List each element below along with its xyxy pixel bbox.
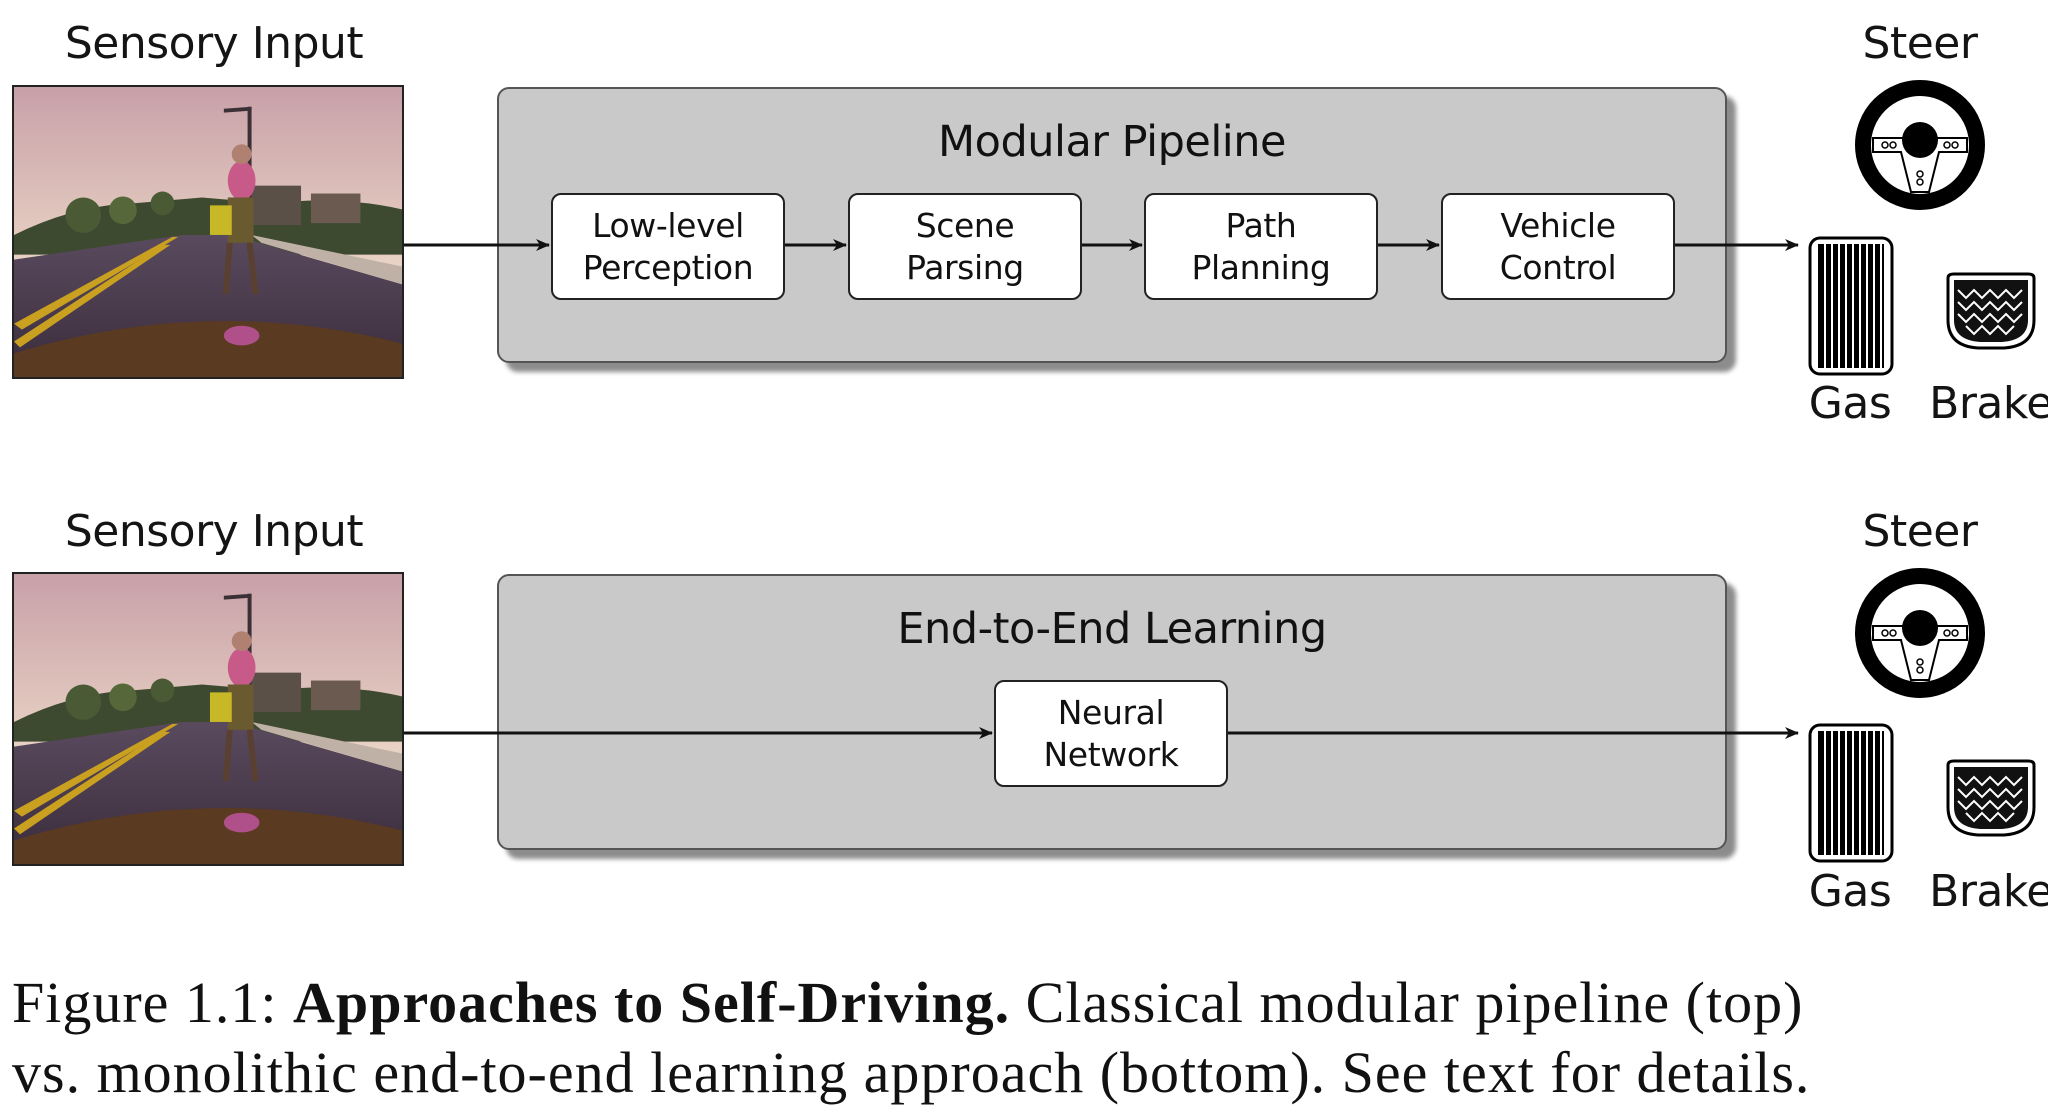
caption-bold-title: Approaches to Self-Driving. [293,970,1011,1035]
caption-prefix: Figure 1.1: [12,970,294,1035]
module-label-line2: Perception [582,247,754,287]
module-label-line2: Parsing [906,247,1024,287]
module-label-line1: Neural [1057,692,1165,732]
top-gas-label: Gas [1808,378,1892,429]
gas-pedal-icon [1808,723,1894,863]
steering-wheel-icon [1855,80,1985,210]
bottom-sensory-input-label: Sensory Input [64,506,364,557]
module-scene-parsing: Scene Parsing [848,193,1082,300]
module-vehicle-control: Vehicle Control [1441,193,1675,300]
figure-caption: Figure 1.1: Approaches to Self-Driving. … [12,968,2042,1108]
module-label-line1: Vehicle [1500,205,1616,245]
bottom-gas-label: Gas [1808,866,1892,917]
top-sensory-input-label: Sensory Input [64,18,364,69]
module-neural-network: Neural Network [994,680,1228,787]
top-sensory-input-image [12,85,404,379]
module-label-line1: Low-level [592,205,744,245]
module-label-line2: Network [1043,734,1179,774]
brake-pedal-icon [1946,272,2036,350]
caption-line-2: vs. monolithic end-to-end learning appro… [12,1040,1811,1105]
module-path-planning: Path Planning [1144,193,1378,300]
bottom-brake-label: Brake [1929,866,2048,917]
caption-line-1: Figure 1.1: Approaches to Self-Driving. … [12,968,2042,1038]
bottom-steer-label: Steer [1862,506,1978,557]
brake-pedal-icon [1946,759,2036,837]
gas-pedal-icon [1808,236,1894,376]
steering-wheel-icon [1855,568,1985,698]
end-to-end-learning-title: End-to-End Learning [897,604,1327,654]
top-steer-label: Steer [1862,18,1978,69]
bottom-sensory-input-image [12,572,404,866]
caption-text-1: Classical modular pipeline (top) [1010,970,1804,1035]
modular-pipeline-title: Modular Pipeline [938,117,1286,167]
module-label-line2: Control [1499,247,1617,287]
module-label-line1: Path [1225,205,1297,245]
module-label-line1: Scene [915,205,1015,245]
module-label-line2: Planning [1191,247,1331,287]
module-low-level-perception: Low-level Perception [551,193,785,300]
top-brake-label: Brake [1929,378,2048,429]
